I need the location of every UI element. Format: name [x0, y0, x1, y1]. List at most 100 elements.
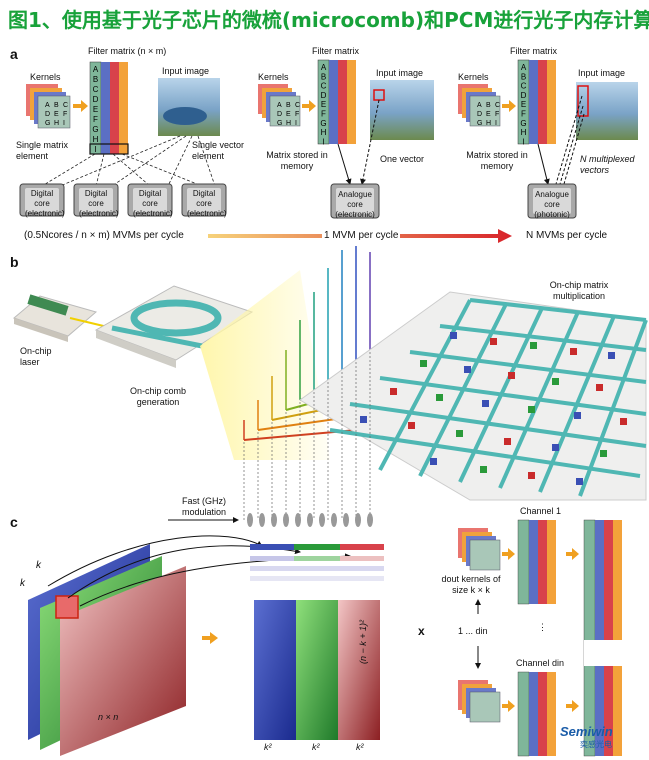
digital-core-label-4: Digital core (electronic)	[187, 189, 227, 218]
matrix-stored-label-3: Matrix stored in memory	[466, 150, 528, 171]
kernels-stack-2	[258, 84, 301, 127]
arrow-icon	[502, 548, 515, 560]
analogue-core-electronic	[330, 183, 380, 219]
filter-matrix-2-label: Filter matrix	[312, 46, 359, 56]
kernel-letter: A	[45, 102, 50, 109]
input-image-label-2: Input image	[376, 68, 424, 78]
digital-core-label-1: Digital core (electronic)	[25, 189, 65, 218]
matrix-row-letter: G	[520, 119, 526, 128]
matrix-row-letter: E	[93, 105, 98, 114]
modulation-label: Fast (GHz) modulation	[181, 496, 227, 517]
figure-title: 图1、使用基于光子芯片的微梳(microcomb)和PCM进行光子内存计算	[8, 8, 649, 32]
rate-label-2: 1 MVM per cycle	[322, 230, 401, 242]
laser-chip-side	[14, 318, 68, 342]
arrow-icon	[202, 632, 218, 644]
panel-c-label: c	[10, 514, 18, 530]
range-label: 1 ... din	[458, 626, 488, 636]
unrolled-blue	[254, 600, 296, 740]
unrolled-red	[338, 600, 380, 740]
matrix-row-letter: G	[92, 125, 98, 134]
kernel-letter: G	[277, 120, 282, 127]
chip-icon	[73, 183, 119, 217]
rate-label-3: N MVMs per cycle	[526, 230, 608, 241]
matrix-row-letter: B	[521, 72, 526, 81]
k2-label-2: k²	[312, 742, 320, 752]
matrix-multiplication-label: On-chip matrix multiplication	[549, 280, 609, 301]
channel-1-label: Channel 1	[520, 506, 562, 516]
analogue-core-photonic	[527, 183, 577, 219]
pcm-cells	[360, 332, 627, 485]
k2-label-3: k²	[356, 742, 364, 752]
digital-core-label-3: Digital core (electronic)	[133, 189, 173, 218]
link-arrow	[559, 105, 584, 185]
kernels-stack-3	[458, 84, 501, 127]
arrow-icon	[566, 548, 579, 560]
single-matrix-element-label: Single matrix element	[16, 140, 69, 161]
matrix-row-letter: B	[93, 75, 98, 84]
unrolled-green	[296, 600, 338, 740]
matrix-row-letter: I	[522, 137, 524, 146]
kernel-letter: E	[486, 111, 491, 118]
arrow-icon	[566, 700, 579, 712]
kernel-stack-c-top	[458, 528, 501, 571]
matrix-stored-label-2: Matrix stored in memory	[266, 150, 328, 171]
kernel-stack-c-bottom	[458, 680, 501, 723]
rate-label-1: (0.5Ncores / n × m) MVMs per cycle	[24, 230, 184, 241]
flatten-arrow	[47, 535, 263, 587]
arrow-icon	[302, 100, 316, 112]
matrix-row-letter: H	[321, 128, 327, 137]
kernel-letter: H	[54, 120, 59, 127]
kernels-stack-1	[26, 84, 71, 129]
flattened-rows	[250, 544, 384, 581]
kernels-label-3: Kernels	[458, 72, 489, 82]
bus-waveguide	[111, 325, 203, 349]
link-arrow	[537, 143, 550, 185]
input-image-label-1: Input image	[162, 66, 210, 76]
matrix-row-letter: C	[321, 82, 327, 91]
chip-icon	[19, 183, 65, 217]
chip-icon	[127, 183, 173, 217]
car-shape	[163, 107, 207, 125]
kernel-letter: I	[495, 120, 497, 127]
link-arrow	[555, 95, 583, 185]
input-image-1	[158, 78, 220, 136]
waveguide-grid	[329, 298, 648, 497]
matrix-row-letter: B	[321, 72, 326, 81]
modulation-guides	[243, 352, 371, 520]
matrix-row-letter: A	[93, 65, 99, 74]
matrix-row-letter: F	[93, 115, 98, 124]
kernel-letter: B	[286, 102, 291, 109]
kernel-letter: A	[477, 102, 482, 109]
n-by-n-label: n × n	[98, 712, 119, 722]
matrix-row-letter: H	[521, 128, 527, 137]
matrix-row-letter: C	[93, 85, 99, 94]
k-label-left: k	[20, 578, 25, 589]
dout-kernels-label: dout kernels of size k × k	[441, 574, 501, 595]
input-image-label-3: Input image	[578, 68, 626, 78]
chip-icon	[181, 183, 227, 217]
arrow-icon	[502, 700, 515, 712]
kernels-label-1: Kernels	[30, 72, 61, 82]
kernel-letter: C	[295, 102, 300, 109]
channel-1-matrix	[517, 519, 556, 605]
matrix-row-letter: D	[321, 91, 327, 100]
kernel-letter: E	[286, 111, 291, 118]
input-image-3	[576, 82, 638, 140]
digital-core-label-2: Digital core (electronic)	[79, 189, 119, 218]
channel-din-matrix	[517, 671, 556, 757]
filter-matrix-2	[317, 59, 356, 145]
filter-matrix-1-label: Filter matrix (n × m)	[88, 46, 167, 56]
kernel-letter: C	[495, 102, 500, 109]
filter-matrix-1	[89, 61, 129, 155]
k-label-top: k	[36, 560, 41, 571]
channel-din-label: Channel din	[516, 658, 565, 668]
single-vector-element-label: Single vector element	[192, 140, 245, 161]
n-multiplexed-label: N multiplexed vectors	[580, 154, 635, 175]
arrow-icon	[502, 100, 516, 112]
kernel-letter: E	[54, 111, 59, 118]
comb-chip-side	[96, 330, 176, 368]
watermark-brand: Semiwin	[560, 724, 613, 739]
microring-resonator	[130, 299, 222, 337]
kernel-letter: C	[63, 102, 68, 109]
